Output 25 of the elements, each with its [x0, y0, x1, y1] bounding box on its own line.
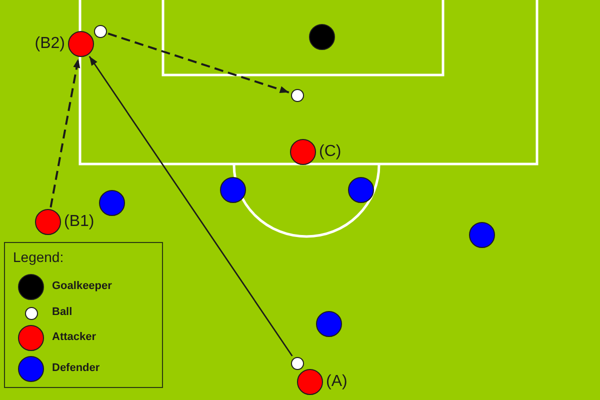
defender-marker: [316, 311, 342, 337]
legend-label: Attacker: [52, 331, 96, 344]
legend-title: Legend:: [13, 249, 64, 265]
player-label: (C): [319, 143, 342, 161]
player-label: (B2): [34, 35, 65, 53]
player-label: (B1): [64, 213, 94, 231]
attacker-marker: [290, 139, 316, 165]
player-label: (A): [326, 373, 348, 391]
legend-label: Ball: [52, 306, 72, 319]
attacker-marker: [297, 369, 323, 395]
attacker-marker: [35, 209, 61, 235]
dashed-arrow: [50, 58, 80, 208]
dashed-arrow: [108, 32, 290, 94]
defender-marker: [220, 177, 246, 203]
defender-marker: [348, 177, 374, 203]
defender-marker: [469, 222, 495, 248]
defender-marker: [99, 190, 125, 216]
ball-marker: [290, 88, 304, 102]
legend-label: Goalkeeper: [52, 280, 112, 293]
ball-marker: [94, 24, 106, 38]
attacker-marker: [68, 31, 94, 57]
goalkeeper-marker: [309, 24, 335, 50]
ball-marker: [290, 356, 304, 370]
legend-label: Defender: [52, 362, 100, 375]
arrow: [88, 56, 293, 356]
